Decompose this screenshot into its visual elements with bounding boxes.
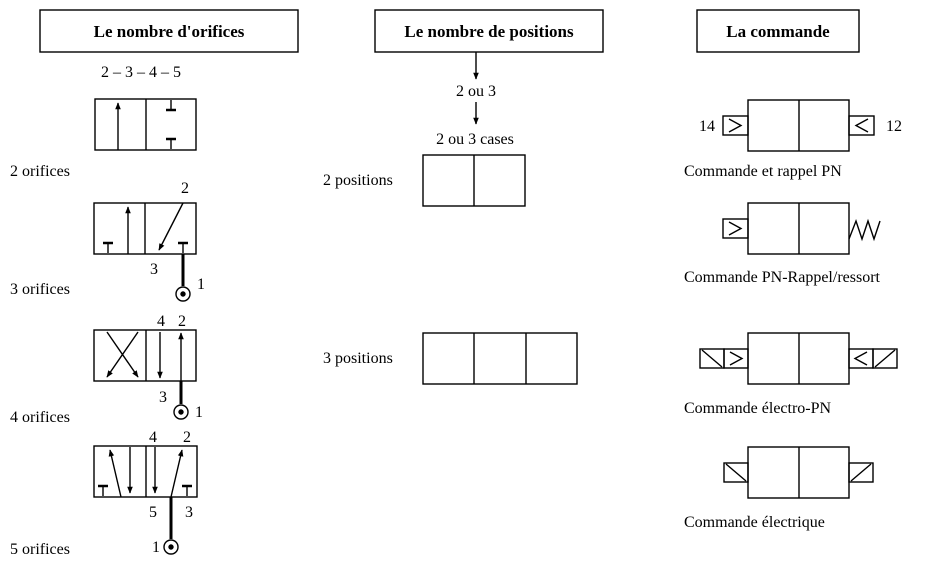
valve-commande-rappel-pn <box>722 99 875 152</box>
header-commande: La commande <box>696 9 860 53</box>
port-5-orifices-5: 5 <box>149 504 157 521</box>
label-commande-rappel-pn: Commande et rappel PN <box>684 163 842 180</box>
port-3-orifices-3: 3 <box>150 261 158 278</box>
valve-4-orifices <box>93 329 197 420</box>
orifice-sequence: 2 – 3 – 4 – 5 <box>101 64 181 81</box>
label-commande-pn-ressort: Commande PN-Rappel/ressort <box>684 269 881 286</box>
label-2-positions: 2 positions <box>323 172 393 189</box>
label-commande-electro-pn: Commande électro-PN <box>684 400 832 417</box>
port-4-orifices-4: 4 <box>157 313 165 330</box>
positions-cases-text: 2 ou 3 cases <box>436 131 514 148</box>
label-commande-electrique: Commande électrique <box>684 514 825 531</box>
label-4-orifices: 4 orifices <box>10 409 70 426</box>
label-5-orifices: 5 orifices <box>10 541 70 558</box>
valve-commande-pn-ressort <box>722 202 881 255</box>
valve-commande-electrique <box>723 446 874 499</box>
port-5-orifices-2: 2 <box>183 429 191 446</box>
header-positions: Le nombre de positions <box>374 9 604 53</box>
valve-commande-electro-pn <box>699 332 898 385</box>
positions-count-text: 2 ou 3 <box>456 83 496 100</box>
port-12: 12 <box>886 118 902 135</box>
valve-3-orifices <box>93 202 197 302</box>
valve-2-orifices <box>94 98 197 151</box>
label-3-orifices: 3 orifices <box>10 281 70 298</box>
header-positions-text: Le nombre de positions <box>404 22 574 41</box>
label-2-orifices: 2 orifices <box>10 163 70 180</box>
header-commande-text: La commande <box>726 22 830 41</box>
header-orifices: Le nombre d'orifices <box>39 9 299 53</box>
port-3-orifices-1: 1 <box>197 276 205 293</box>
box-2-positions <box>422 154 526 207</box>
header-orifices-text: Le nombre d'orifices <box>94 22 245 41</box>
port-3-orifices-2: 2 <box>181 180 189 197</box>
port-5-orifices-1: 1 <box>152 539 160 556</box>
port-14: 14 <box>699 118 715 135</box>
port-4-orifices-2: 2 <box>178 313 186 330</box>
port-5-orifices-3: 3 <box>185 504 193 521</box>
valve-5-orifices <box>93 445 198 555</box>
port-4-orifices-1: 1 <box>195 404 203 421</box>
port-5-orifices-4: 4 <box>149 429 157 446</box>
port-4-orifices-3: 3 <box>159 389 167 406</box>
label-3-positions: 3 positions <box>323 350 393 367</box>
box-3-positions <box>422 332 578 385</box>
